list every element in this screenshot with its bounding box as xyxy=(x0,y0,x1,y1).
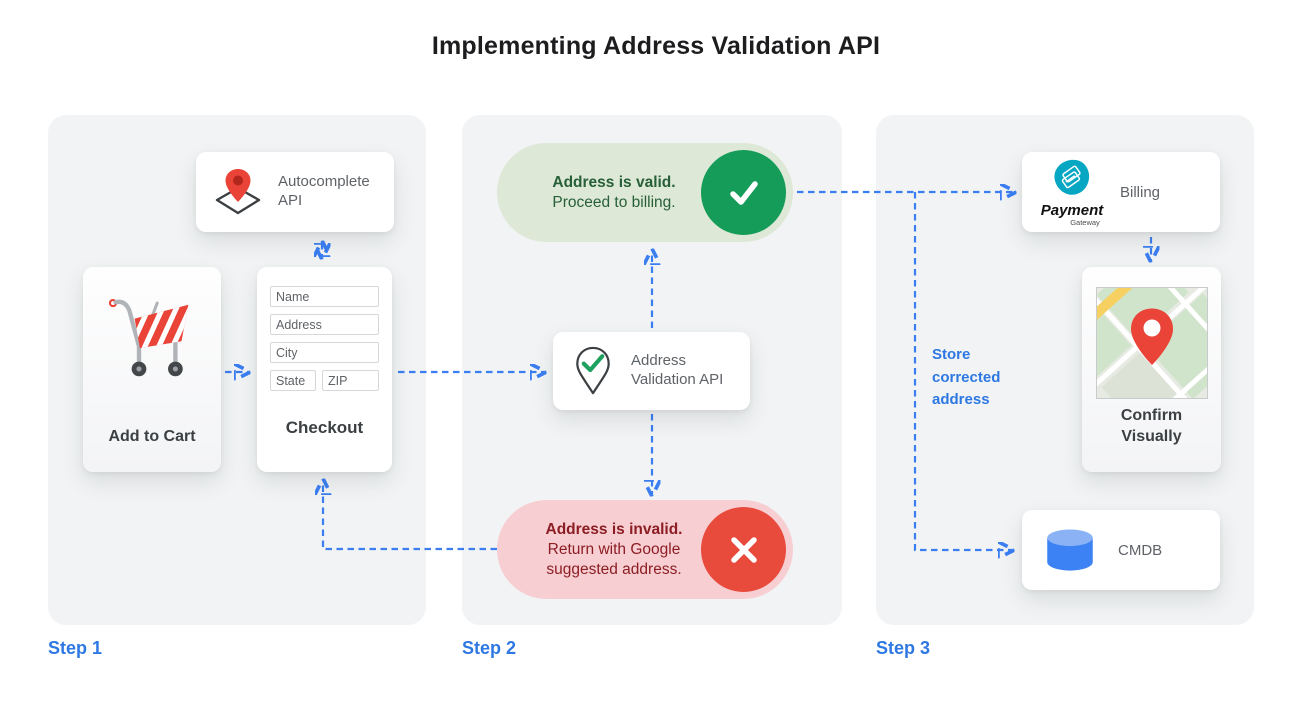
address-invalid-subtitle: Return with Google suggested address. xyxy=(546,540,682,578)
payment-logo-subtitle: Gateway xyxy=(1070,218,1100,227)
map-pin-check-icon xyxy=(576,346,610,395)
state-field[interactable] xyxy=(270,370,316,391)
billing-card: Payment Gateway Billing xyxy=(1022,152,1220,232)
address-field[interactable] xyxy=(270,314,379,335)
page-title: Implementing Address Validation API xyxy=(431,32,881,60)
add-to-cart-label: Add to Cart xyxy=(108,428,196,446)
step3-label: Step 3 xyxy=(876,638,931,658)
checkout-label: Checkout xyxy=(285,418,364,437)
billing-label: Billing xyxy=(1120,183,1161,201)
step2-label: Step 2 xyxy=(462,638,517,658)
payment-gateway-logo: Payment Gateway xyxy=(1036,157,1108,227)
name-field[interactable] xyxy=(270,286,379,307)
address-valid-pill: Address is valid. Proceed to billing. xyxy=(497,143,793,242)
checkout-card: Checkout xyxy=(257,267,392,472)
add-to-cart-card: Add to Cart xyxy=(83,267,221,472)
confirm-visually-card: Confirm Visually xyxy=(1082,267,1221,472)
address-invalid-pill: Address is invalid. Return with Google s… xyxy=(497,500,793,599)
autocomplete-api-label: Autocomplete API xyxy=(278,173,370,209)
cmdb-card: CMDB xyxy=(1022,510,1220,590)
x-circle-icon xyxy=(701,507,786,592)
address-validation-api-card: Address Validation API xyxy=(553,332,750,410)
payment-logo-title: Payment xyxy=(1040,202,1104,219)
store-corrected-address-note: Store corrected address xyxy=(932,346,1001,408)
address-invalid-title: Address is invalid. xyxy=(545,520,683,538)
shopping-cart-icon xyxy=(108,298,189,377)
address-valid-subtitle: Proceed to billing. xyxy=(552,193,676,211)
address-invalid-text: Address is invalid. Return with Google s… xyxy=(525,519,703,579)
map-pin-diamond-icon xyxy=(215,169,261,215)
check-circle-icon xyxy=(701,150,786,235)
cmdb-label: CMDB xyxy=(1118,541,1163,559)
step1-label: Step 1 xyxy=(48,638,103,658)
address-valid-text: Address is valid. Proceed to billing. xyxy=(525,172,703,212)
address-valid-title: Address is valid. xyxy=(552,173,676,191)
city-field[interactable] xyxy=(270,342,379,363)
zip-field[interactable] xyxy=(322,370,379,391)
address-validation-api-label: Address Validation API xyxy=(631,352,724,388)
confirm-visually-label: Confirm Visually xyxy=(1120,407,1183,446)
map-thumbnail xyxy=(1095,287,1208,399)
database-icon xyxy=(1047,529,1093,571)
autocomplete-api-card: Autocomplete API xyxy=(196,152,394,232)
